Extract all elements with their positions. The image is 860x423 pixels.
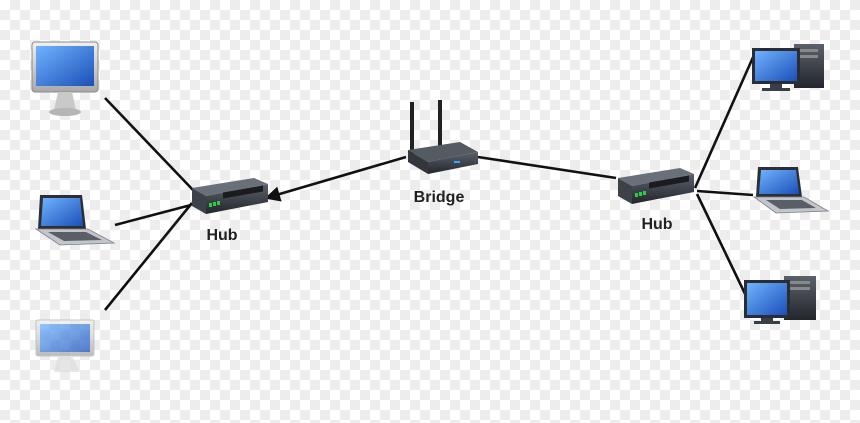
link-left-pc1	[104, 97, 194, 191]
hub-left-label: Hub	[206, 227, 238, 244]
wireless-router-icon	[408, 100, 478, 174]
imac-icon	[35, 319, 95, 372]
link-bridge-hub-right	[477, 155, 617, 180]
hub-right-label: Hub	[641, 216, 673, 233]
desktop-tower-icon	[752, 44, 824, 91]
link-right-laptop	[696, 189, 754, 197]
laptop-icon	[752, 167, 830, 214]
network-switch-icon	[618, 168, 694, 204]
imac-icon	[31, 41, 99, 116]
network-switch-icon	[192, 178, 268, 214]
link-left-laptop	[114, 203, 192, 227]
link-bridge-hub-left	[264, 155, 407, 202]
link-left-pc3	[103, 202, 194, 311]
link-right-pc1	[693, 54, 756, 189]
laptop-icon	[34, 195, 116, 246]
desktop-tower-icon	[744, 276, 816, 324]
link-right-pc3	[695, 193, 750, 301]
bridge-label: Bridge	[413, 189, 465, 206]
